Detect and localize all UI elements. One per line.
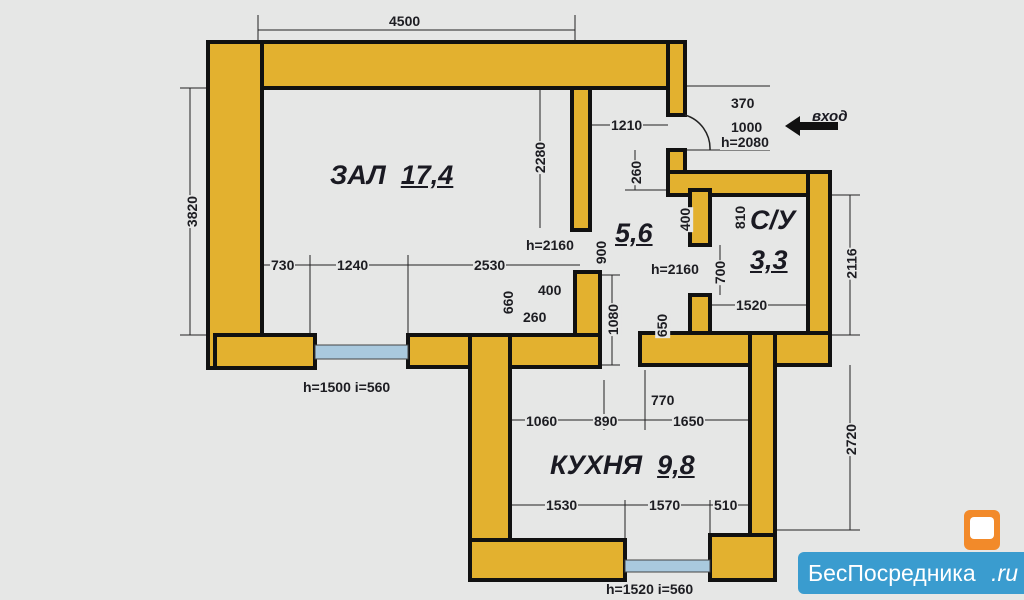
- dim-1520: 1520: [735, 297, 769, 313]
- room-corridor-area: 5,6: [615, 218, 653, 248]
- window-hall: [314, 344, 409, 360]
- dim-510: 510: [713, 497, 739, 513]
- dim-370: 370: [730, 95, 756, 111]
- wall-kitchen-bottom: [468, 538, 627, 582]
- dim-660: 660: [500, 289, 517, 316]
- dim-1650: 1650: [672, 413, 706, 429]
- dim-1210: 1210: [610, 117, 644, 133]
- window-kitchen: [624, 559, 711, 573]
- dim-260b: 260: [522, 309, 548, 325]
- wall-bathroom-right: [806, 170, 832, 347]
- dim-770: 770: [650, 392, 676, 408]
- dim-window-hall: h=1500 i=560: [302, 379, 392, 395]
- wall-kitchen-top-right: [638, 331, 832, 367]
- dim-2116: 2116: [843, 247, 860, 280]
- dim-2720: 2720: [843, 422, 860, 457]
- dim-1060: 1060: [525, 413, 559, 429]
- door-swing: [684, 114, 711, 151]
- wall-bathroom-left-lower: [688, 293, 712, 337]
- wall-top: [206, 40, 687, 90]
- wall-hall-bottom-left: [213, 333, 317, 370]
- dim-1240: 1240: [336, 257, 370, 273]
- dim-400b: 400: [537, 282, 563, 298]
- dim-890: 890: [593, 413, 619, 429]
- watermark-logo: БесПосредника .ru: [798, 552, 1024, 594]
- room-bathroom-area: 3,3: [750, 245, 788, 275]
- dim-700: 700: [712, 259, 729, 286]
- dim-730: 730: [270, 257, 296, 273]
- dim-door-width: 1000: [730, 119, 764, 135]
- entrance-label: вход: [812, 108, 848, 125]
- dim-2280: 2280: [532, 140, 549, 175]
- dim-650: 650: [654, 312, 671, 339]
- wall-hall-right: [570, 86, 592, 232]
- watermark-suffix: .ru: [991, 560, 1018, 586]
- watermark-text: БесПосредника: [808, 560, 976, 586]
- dim-2530: 2530: [473, 257, 507, 273]
- dim-1530: 1530: [545, 497, 579, 513]
- walls: [206, 40, 832, 582]
- dim-window-kitchen: h=1520 i=560: [605, 581, 695, 597]
- dim-left-height: 3820: [184, 194, 201, 229]
- dim-door-height: h=2080: [720, 134, 770, 150]
- dim-top-width: 4500: [388, 13, 422, 29]
- room-hall: ЗАЛ 17,4: [330, 160, 454, 190]
- room-kitchen: КУХНЯ 9,8: [550, 450, 695, 480]
- dim-h2160-hall: h=2160: [525, 237, 575, 253]
- wall-left: [206, 40, 264, 370]
- dim-900: 900: [593, 239, 610, 266]
- mascot-icon: [964, 510, 1000, 550]
- dim-400a: 400: [677, 206, 694, 233]
- dim-1080: 1080: [605, 302, 622, 337]
- room-bathroom-name: С/У: [750, 205, 796, 235]
- dim-1570: 1570: [648, 497, 682, 513]
- wall-entry-top: [666, 40, 687, 117]
- dim-810: 810: [732, 204, 749, 231]
- entrance-arrow-icon: [785, 116, 838, 136]
- dim-260a: 260: [628, 159, 645, 186]
- dim-h2160-bathroom: h=2160: [650, 261, 700, 277]
- wall-kitchen-bottom-right: [708, 533, 777, 582]
